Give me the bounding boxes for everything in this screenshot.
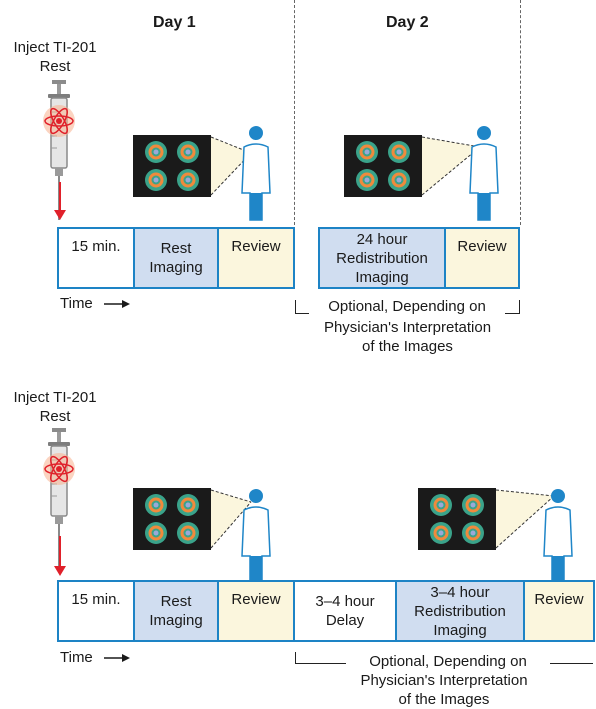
- cell-text: 3–4 hour Delay: [315, 593, 375, 629]
- physician-icon: [241, 489, 271, 584]
- cell-text: Review: [534, 591, 584, 608]
- cell-24h-redistribution: 24 hour Redistribution Imaging: [320, 229, 446, 287]
- cell-review: Review: [219, 582, 295, 640]
- atom-icon: [43, 105, 75, 137]
- day2-timeline-bar: 24 hour Redistribution Imaging Review: [318, 227, 520, 289]
- cell-text: Review: [231, 591, 281, 608]
- note-line2: Physician's Interpretation: [360, 672, 528, 689]
- optional-note-rest: Physician's Interpretation of the Images: [330, 671, 558, 709]
- view-cone: [495, 489, 555, 549]
- inject-line1: Inject TI-201: [13, 39, 97, 56]
- cell-15min: 15 min.: [59, 582, 135, 640]
- scan-monitor-icon: [418, 488, 496, 550]
- physician-icon: [543, 489, 573, 584]
- arrow-right-icon: [104, 300, 130, 308]
- cell-review: Review: [219, 229, 293, 287]
- atom-icon: [43, 453, 75, 485]
- inject-label: Inject TI-201 Rest: [0, 388, 110, 426]
- cell-review: Review: [446, 229, 518, 287]
- inject-line2: Rest: [39, 58, 71, 75]
- cell-15min: 15 min.: [59, 229, 135, 287]
- inject-line1: Inject TI-201: [13, 389, 97, 406]
- cell-text: 3–4 hour Redistribution Imaging: [414, 583, 506, 639]
- cell-3-4h-redistribution: 3–4 hour Redistribution Imaging: [397, 582, 525, 640]
- note-line2: Physician's Interpretation: [323, 319, 492, 336]
- optional-note-rest: Physician's Interpretation of the Images: [295, 318, 520, 356]
- scan-monitor-icon: [344, 135, 422, 197]
- cell-text: Review: [457, 238, 507, 255]
- scan-monitor-icon: [133, 488, 211, 550]
- day2-label: Day 2: [386, 14, 429, 31]
- inject-label: Inject TI-201 Rest: [0, 38, 110, 76]
- day1-label: Day 1: [153, 14, 196, 31]
- arrow-right-icon: [104, 654, 130, 662]
- time-label: Time: [60, 649, 93, 666]
- cell-rest-imaging: Rest Imaging: [135, 582, 219, 640]
- day1-timeline-bar: 15 min. Rest Imaging Review: [57, 227, 295, 289]
- cell-rest-imaging: Rest Imaging: [135, 229, 219, 287]
- physician-icon: [469, 126, 499, 221]
- cell-review: Review: [525, 582, 593, 640]
- arrow-down-icon: [54, 536, 66, 576]
- cell-text: Rest Imaging: [149, 593, 203, 629]
- arrow-down-icon: [54, 182, 66, 220]
- note-line1: Optional, Depending on: [328, 298, 486, 315]
- note-line3: of the Images: [362, 338, 453, 355]
- optional-note: Optional, Depending on: [309, 297, 505, 316]
- note-line3: of the Images: [398, 691, 490, 708]
- cell-text: Review: [231, 238, 281, 255]
- inject-line2: Rest: [39, 408, 71, 425]
- note-line1: Optional, Depending on: [369, 653, 527, 670]
- cell-delay: 3–4 hour Delay: [295, 582, 397, 640]
- cell-text: Rest Imaging: [149, 240, 203, 276]
- day-divider-right: [520, 0, 521, 225]
- single-day-timeline-bar: 15 min. Rest Imaging Review 3–4 hour Del…: [57, 580, 595, 642]
- time-label: Time: [60, 295, 93, 312]
- cell-text: 15 min.: [71, 238, 121, 255]
- physician-icon: [241, 126, 271, 221]
- cell-text: 24 hour Redistribution Imaging: [336, 230, 428, 286]
- day-divider-left: [294, 0, 295, 225]
- scan-monitor-icon: [133, 135, 211, 197]
- cell-text: 15 min.: [71, 591, 121, 608]
- optional-note: Optional, Depending on: [346, 652, 550, 671]
- view-cone: [421, 136, 481, 196]
